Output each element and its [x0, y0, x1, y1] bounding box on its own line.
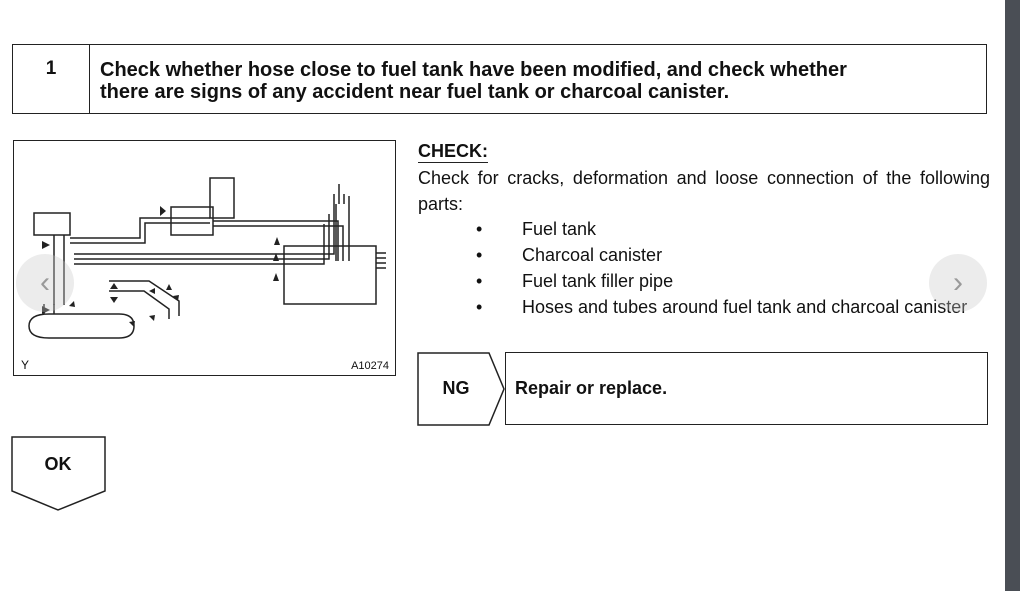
- arrow-mark: [110, 297, 118, 303]
- ng-action-text: Repair or replace.: [515, 378, 668, 398]
- fuel-system-drawing: [28, 177, 386, 339]
- check-description: Check for cracks, deformation and loose …: [418, 168, 990, 214]
- arrow-mark: [69, 301, 75, 307]
- list-item-text: Hoses and tubes around fuel tank and cha…: [522, 297, 968, 317]
- ok-arrow-shape: [11, 436, 106, 511]
- step-title: Check whether hose close to fuel tank ha…: [90, 45, 986, 113]
- bullet-icon: •: [476, 219, 483, 239]
- list-item: • Charcoal canister: [470, 242, 990, 268]
- arrow-mark: [42, 306, 50, 314]
- arrow-mark: [274, 237, 280, 245]
- ng-label: NG: [442, 378, 470, 398]
- list-item: • Hoses and tubes around fuel tank and ch…: [470, 294, 990, 320]
- arrow-mark: [273, 273, 279, 281]
- chevron-right-icon: ›: [953, 266, 963, 299]
- step-title-line-1: Check whether hose close to fuel tank ha…: [100, 59, 847, 81]
- canister-top: [209, 177, 235, 219]
- arrow-mark: [160, 206, 166, 216]
- step-header: 1 Check whether hose close to fuel tank …: [12, 44, 987, 114]
- arrow-mark: [149, 315, 155, 321]
- fuel-system-diagram: Y A10274: [13, 140, 396, 376]
- arrow-mark: [42, 241, 50, 249]
- bullet-icon: •: [476, 245, 483, 265]
- arrow-mark: [110, 283, 118, 289]
- list-item-text: Fuel tank filler pipe: [522, 271, 674, 291]
- previous-page-button[interactable]: ‹: [16, 254, 74, 312]
- figure-code: A10274: [351, 360, 389, 372]
- filler-box: [33, 212, 71, 236]
- canister-box: [170, 206, 214, 236]
- figure-corner-letter: Y: [21, 358, 30, 372]
- arrow-mark: [173, 295, 179, 301]
- list-item: • Fuel tank filler pipe: [470, 268, 990, 294]
- arrow-mark: [273, 253, 279, 261]
- list-item-text: Fuel tank: [522, 219, 597, 239]
- ng-arrow-shape: [417, 352, 505, 426]
- bullet-icon: •: [476, 297, 483, 317]
- check-heading: CHECK:: [418, 141, 488, 163]
- chevron-left-icon: ‹: [40, 266, 50, 299]
- list-item: • Fuel tank: [470, 216, 990, 242]
- arrow-mark: [149, 288, 155, 294]
- arrow-mark: [129, 321, 135, 327]
- arrow-mark: [166, 284, 172, 290]
- ok-label: OK: [44, 453, 72, 474]
- tank-shape: [28, 313, 135, 339]
- list-item-text: Charcoal canister: [522, 245, 663, 265]
- tank-box: [283, 245, 377, 305]
- vertical-scrollbar[interactable]: [1005, 0, 1020, 591]
- ng-action-box: Repair or replace.: [505, 352, 988, 425]
- check-items-list: • Fuel tank • Charcoal canister • Fuel tank…: [470, 216, 990, 320]
- next-page-button[interactable]: ›: [929, 254, 987, 312]
- step-title-line-2: there are signs of any accident near fue…: [100, 81, 730, 103]
- step-number: 1: [13, 45, 90, 113]
- bullet-icon: •: [476, 271, 483, 291]
